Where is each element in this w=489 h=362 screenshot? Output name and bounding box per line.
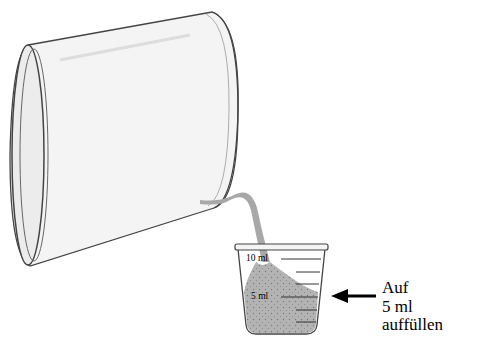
scale-label: 5 ml bbox=[251, 291, 268, 301]
measuring-cup bbox=[235, 244, 328, 334]
instruction-note: Auf 5 ml auffüllen bbox=[382, 279, 420, 335]
powder-stream bbox=[200, 192, 270, 262]
scale-label: 10 ml bbox=[246, 253, 268, 263]
pointer-arrow bbox=[331, 289, 376, 303]
pouring-cup bbox=[10, 12, 238, 266]
